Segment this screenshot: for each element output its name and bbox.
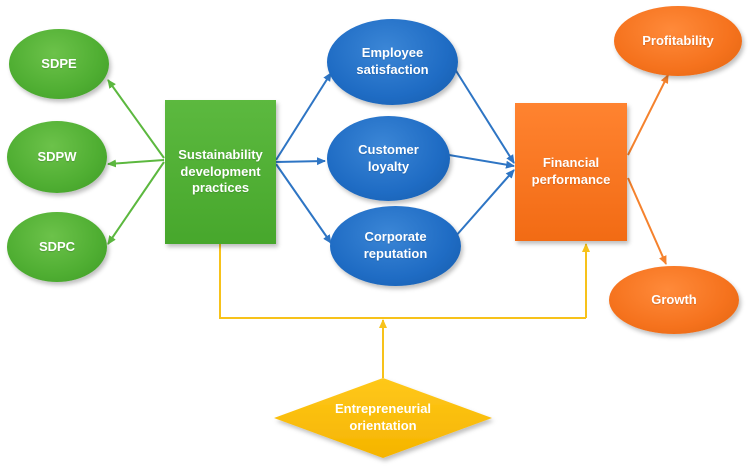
arrow-sustainability-to-customer: [275, 157, 326, 166]
sdpc-node: SDPC: [7, 212, 107, 282]
employee-label: Employee satisfaction: [356, 45, 429, 77]
financial-node: Financial performance: [515, 103, 627, 241]
sdpw-node: SDPW: [7, 121, 107, 193]
customer-label: Customer loyalty: [358, 141, 419, 174]
employee-node: Employee satisfaction: [327, 19, 458, 105]
sdpe-node: SDPE: [9, 29, 109, 99]
arrow-financial-to-growth: [627, 177, 667, 265]
reputation-label: Corporate reputation: [363, 229, 428, 261]
sustainability-node: Sustainability development practices: [165, 100, 276, 244]
arrow-financial-to-profitability: [627, 74, 669, 156]
entrepreneurial-label-box: Entrepreneurial orientation: [314, 398, 452, 438]
sdpe-label: SDPE: [41, 55, 77, 71]
arrow-reputation-to-financial: [454, 169, 515, 238]
entrepreneurial-label: Entrepreneurial orientation: [334, 401, 432, 433]
financial-label: Financial performance: [531, 155, 611, 187]
sustainability-label: Sustainability development practices: [178, 146, 263, 196]
profitability-label: Profitability: [642, 32, 714, 48]
arrow-sustainability-to-employee: [275, 72, 332, 161]
profitability-node: Profitability: [614, 6, 742, 76]
growth-node: Growth: [609, 266, 739, 334]
entrepreneurial-diamond: [274, 378, 492, 458]
arrow-sustainability-to-sdpe: [107, 79, 165, 159]
growth-label: Growth: [651, 291, 697, 307]
arrow-sustainability-to-sdpc: [107, 161, 165, 245]
arrow-employee-to-financial: [452, 65, 515, 164]
reputation-node: Corporate reputation: [330, 206, 461, 286]
sdpw-label: SDPW: [37, 148, 77, 164]
arrow-customer-to-financial: [448, 154, 515, 169]
customer-node: Customer loyalty: [327, 116, 450, 201]
arrow-sustainability-to-sdpw: [107, 159, 165, 168]
arrow-sustainability-to-reputation: [275, 163, 332, 244]
moderator-bracket: [219, 244, 586, 319]
sdpc-label: SDPC: [38, 238, 76, 254]
